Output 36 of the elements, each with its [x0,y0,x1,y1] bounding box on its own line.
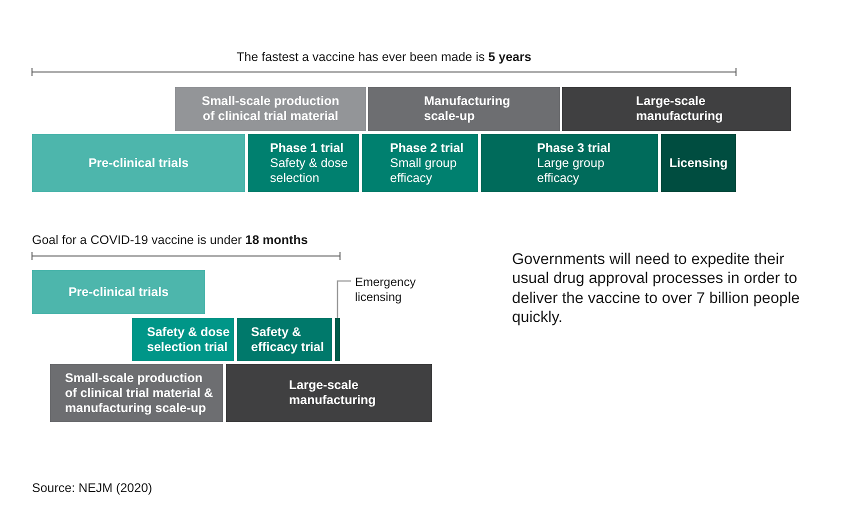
phase-bar [362,134,478,192]
phase-label: Safety & dose selection trial [146,324,231,354]
phase-bar [32,134,245,192]
annotation-text: Emergency licensing [355,273,435,307]
phase-bar [175,87,366,131]
phase-bar [226,364,432,422]
phase-label: Safety & efficacy trial [250,324,325,354]
phase-label: Small-scale production of clinical trial material & manufacturing scale-up [64,370,214,416]
leader-line [336,280,351,318]
phase-description: Large group efficacy [536,156,606,186]
phase-label: Large-scale manufacturing [635,94,724,124]
phase-bar [237,318,332,361]
phase-bar [248,134,359,192]
timeline-bar [335,318,340,361]
phase-label: Pre-clinical trials [67,284,170,300]
source-note: Source: NEJM (2020) [32,481,154,497]
phase-label: Manufacturing scale-up [423,94,512,124]
phase-label: Large-scale manufacturing [288,378,377,408]
phase-label: Pre-clinical trials [87,156,190,170]
phase-label: Licensing [668,156,729,170]
phase-description: Small group efficacy [389,156,458,186]
phase-title: Phase 3 trial [536,140,612,156]
heading: Goal for a COVID-19 vaccine is under 18 months [32,233,309,249]
phase-label: Small-scale production of clinical trial material [200,94,340,124]
phase-description: Safety & dose selection [269,156,349,186]
phase-title: Phase 2 trial [389,140,465,156]
phase-title: Phase 1 trial [269,140,345,156]
note-text: Governments will need to expedite their usual drug approval processes in order to deliver the vaccine to over 7 billion people quickly. [512,250,801,328]
phase-bar [32,270,205,314]
phase-bar [481,134,658,192]
phase-bar [661,134,736,192]
phase-bar [132,318,234,361]
phase-bar [562,87,791,131]
heading: The fastest a vaccine has ever been made is 5 years [236,50,532,66]
phase-bar [368,87,560,131]
phase-bar [50,364,223,422]
